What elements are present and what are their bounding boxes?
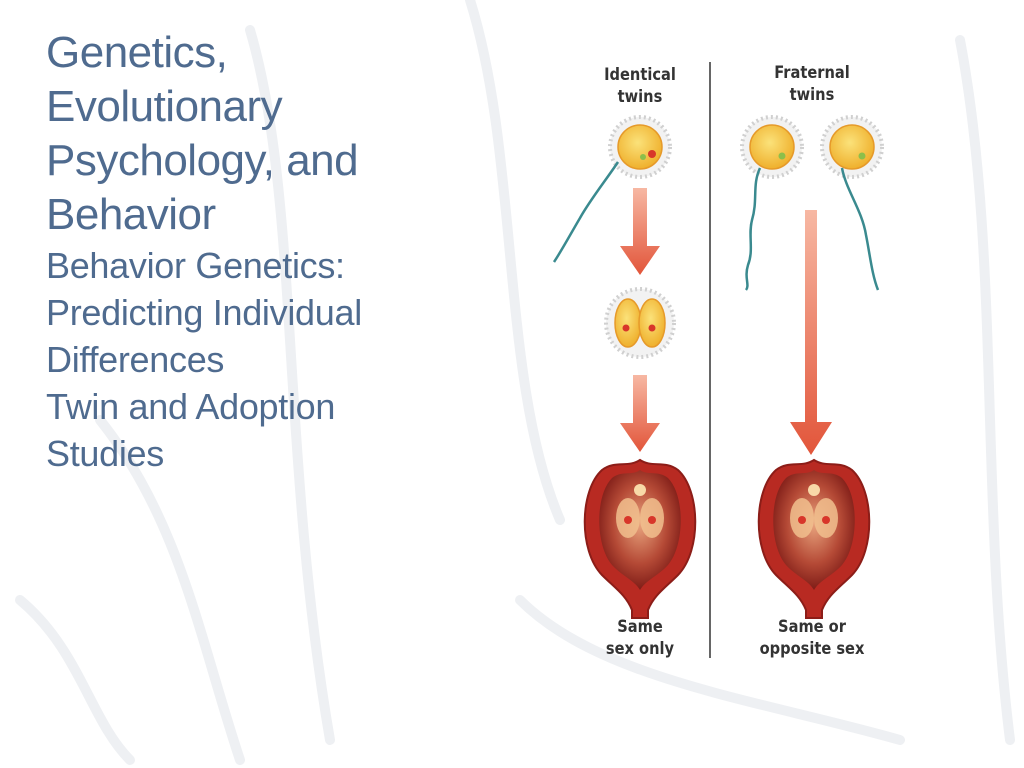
dividing-zygote-icon	[604, 287, 676, 359]
sperm-icon	[840, 167, 880, 291]
label-line: opposite sex	[759, 639, 865, 659]
subtitle-line: Twin and Adoption	[46, 386, 336, 427]
label-line: Identical	[604, 65, 676, 85]
label-line: twins	[617, 87, 663, 107]
sperm-icon	[552, 161, 620, 263]
twins-diagram: Identical twins Fraternal twins Same sex…	[540, 50, 940, 680]
title-main: Genetics, Evolutionary Psychology, and B…	[46, 26, 446, 242]
down-arrow-icon	[790, 210, 832, 455]
sperm-icon	[744, 167, 762, 291]
title-line: Behavior	[46, 190, 216, 239]
title-line: Genetics,	[46, 28, 228, 77]
title-line: Psychology, and	[46, 136, 359, 185]
subtitle-line: Predicting Individual	[46, 292, 362, 333]
subtitle-line: Behavior Genetics:	[46, 245, 345, 286]
uterus-icon	[583, 458, 697, 619]
title-line: Evolutionary	[46, 82, 283, 131]
slide-title: Genetics, Evolutionary Psychology, and B…	[46, 26, 446, 477]
egg-cell-icon	[608, 115, 672, 179]
egg-cell-icon	[820, 115, 884, 179]
label-line: twins	[789, 85, 835, 105]
down-arrow-icon	[620, 188, 660, 275]
label-line: Same or	[778, 617, 846, 637]
title-subtitle: Behavior Genetics: Predicting Individual…	[46, 242, 446, 477]
subtitle-line: Studies	[46, 433, 164, 474]
label-line: Same	[617, 617, 663, 637]
twins-diagram-graphic	[552, 62, 884, 658]
label-line: Fraternal	[774, 63, 850, 83]
identical-twins-label: Identical twins	[588, 64, 691, 108]
uterus-icon	[757, 458, 871, 619]
subtitle-line: Differences	[46, 339, 225, 380]
same-or-opposite-sex-label: Same or opposite sex	[747, 616, 878, 660]
fraternal-twins-label: Fraternal twins	[760, 62, 863, 106]
egg-cell-icon	[740, 115, 804, 179]
label-line: sex only	[605, 639, 675, 659]
same-sex-only-label: Same sex only	[588, 616, 691, 660]
down-arrow-icon	[620, 375, 660, 452]
